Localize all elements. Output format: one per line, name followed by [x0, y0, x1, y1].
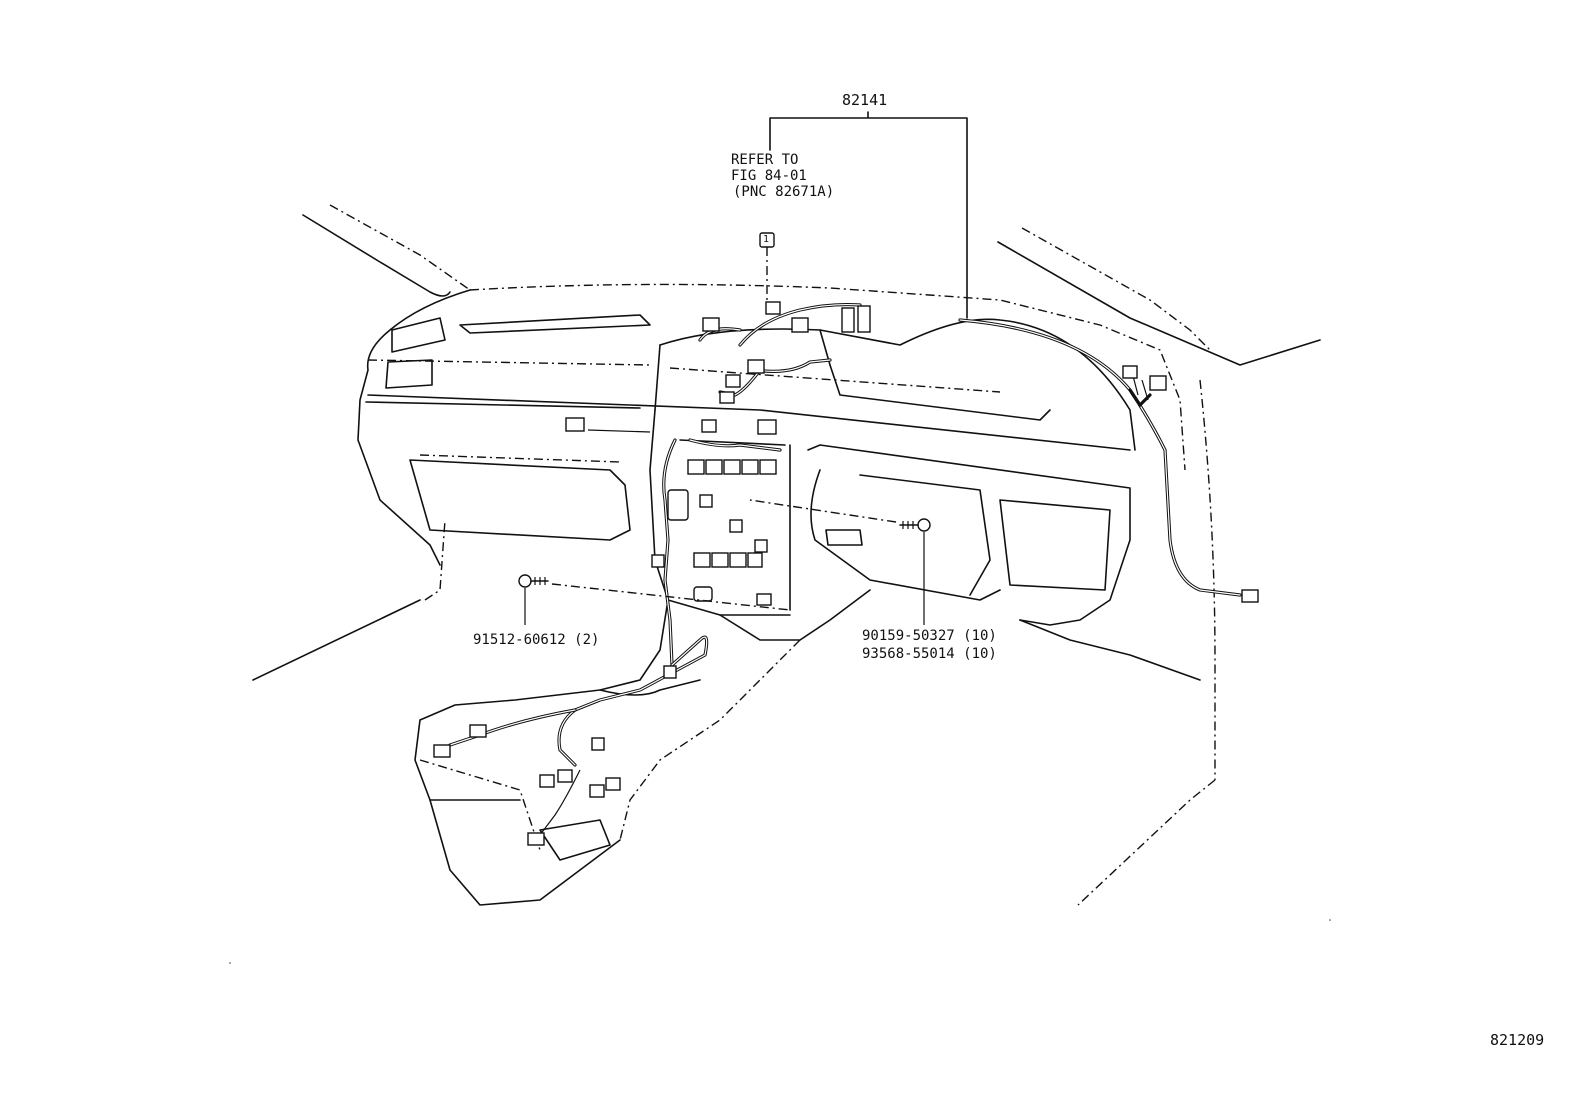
center-stack	[649, 409, 791, 616]
refer-line-1: REFER TO	[731, 152, 799, 168]
ref-marker-label: 1	[763, 234, 770, 245]
bolt-right	[749, 499, 931, 625]
center-console	[414, 589, 871, 906]
callout-bracket	[769, 111, 968, 319]
dash-right-panel	[807, 444, 1201, 681]
connectors	[433, 301, 1259, 846]
part-number-right-2: 93568-55014 (10)	[862, 646, 997, 662]
dashboard-outline	[357, 283, 1186, 566]
part-number-left: 91512-60612 (2)	[473, 632, 600, 648]
ref-marker-box	[759, 232, 775, 300]
figure-number: 821209	[1490, 1031, 1545, 1049]
wire-harness	[448, 302, 1242, 836]
bolt-left	[518, 574, 791, 625]
part-number-right-1: 90159-50327 (10)	[862, 628, 997, 644]
refer-line-2: FIG 84-01	[731, 168, 807, 184]
body-outline-right	[997, 227, 1321, 906]
refer-line-3: (PNC 82671A)	[733, 184, 835, 200]
body-outline-left	[252, 204, 471, 681]
callout-82141: 82141	[842, 91, 888, 109]
